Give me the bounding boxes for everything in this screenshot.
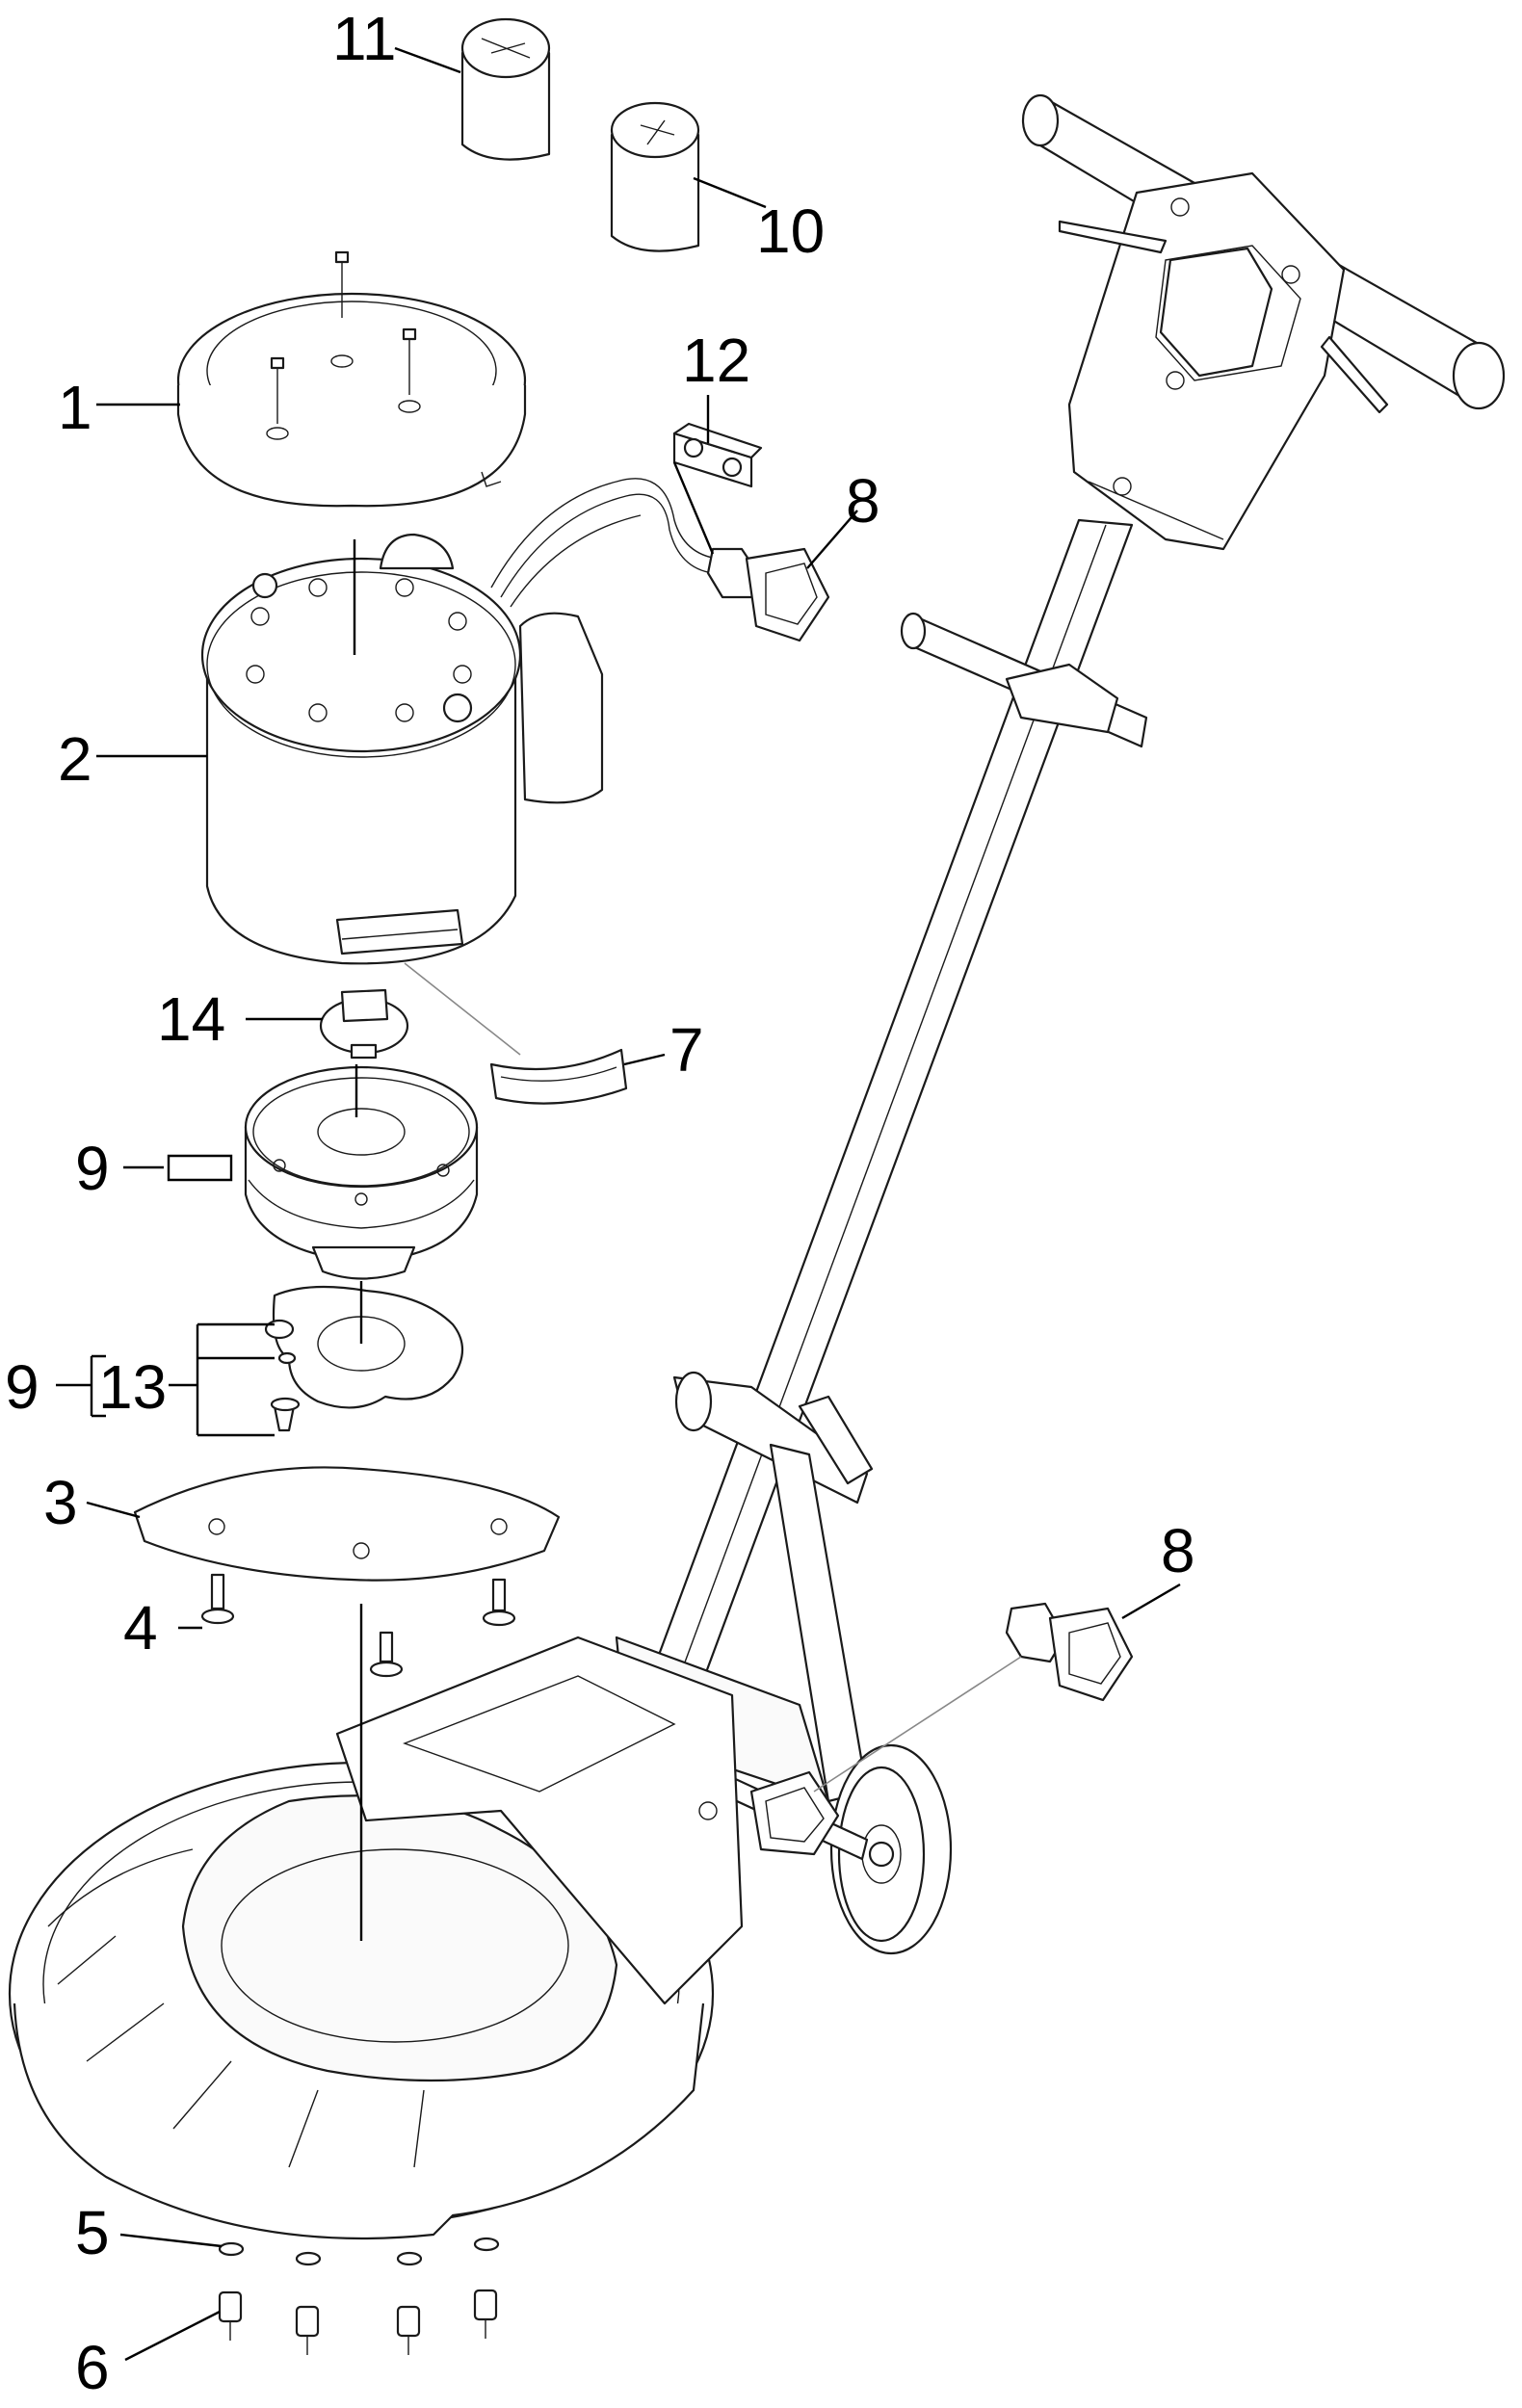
callout-13: 13 [98,1352,167,1422]
base-deck [8,1636,744,2240]
connector-12 [672,422,763,488]
top-cover [176,250,527,508]
callout-6: 6 [75,2333,110,2402]
power-cord [490,478,719,608]
callout-12: 12 [682,326,750,395]
motor-top-holes [246,572,473,723]
callout-5: 5 [75,2198,110,2267]
bumper-7 [489,1048,628,1105]
coupling-14 [319,988,409,1060]
adapter-plate-13 [264,1285,464,1432]
washers-5 [218,2237,500,2266]
callout-14: 14 [157,984,225,1054]
callout-11: 11 [332,4,396,73]
capacitor-10 [610,101,700,252]
plug-upper [706,547,830,642]
assembly-axes [353,461,1022,1941]
callout-8-upper: 8 [846,466,880,536]
callout-1: 1 [58,373,92,442]
bolts-6 [218,2289,498,2355]
screws-4 [200,1573,516,1678]
gearbox-9 [244,1065,479,1280]
capacitor-11 [460,17,551,161]
callout-3: 3 [43,1468,78,1537]
callout-leaders [56,46,1181,2362]
callout-8-lower: 8 [1161,1516,1195,1585]
carrier-plate-3 [133,1466,561,1582]
motor [200,533,604,965]
plug-lower [1005,1602,1134,1702]
callout-10: 10 [756,196,825,266]
callout-2: 2 [58,724,92,794]
callout-4: 4 [123,1593,158,1662]
callout-7: 7 [669,1015,704,1085]
callout-labels: 11 10 1 12 8 2 14 7 9 9 13 3 8 4 5 6 [5,4,1195,2402]
cover-screws [266,250,421,440]
callout-9-kit: 9 [5,1352,39,1422]
callout-9-gearbox: 9 [75,1134,110,1203]
